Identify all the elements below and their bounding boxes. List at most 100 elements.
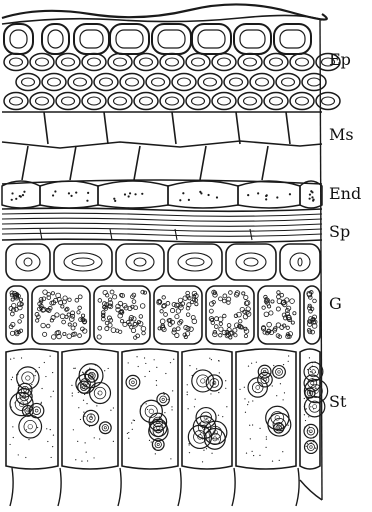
- cytoplasm-dot: [31, 384, 32, 385]
- endodermis-granule: [15, 198, 17, 200]
- epidermis-small-cell: [146, 74, 170, 91]
- granule: [264, 312, 269, 317]
- granule: [51, 292, 54, 295]
- cytoplasm-dot: [306, 446, 307, 447]
- epidermis-cell: [42, 24, 69, 54]
- granule: [10, 331, 14, 335]
- endodermis-granule: [87, 192, 89, 194]
- cytoplasm-dot: [188, 408, 189, 409]
- cytoplasm-dot: [73, 429, 74, 430]
- epidermis-small-cell: [160, 54, 184, 71]
- cytoplasm-dot: [288, 361, 289, 362]
- rounded-cell-lumen: [64, 253, 102, 271]
- granule: [214, 325, 218, 329]
- starch-grain-hilum: [278, 427, 280, 429]
- rounded-cell-lumen: [16, 253, 40, 271]
- endodermis-layer: [2, 180, 322, 208]
- epidermis-cell-lumen: [80, 30, 103, 48]
- starch-grain-hilum: [132, 381, 135, 384]
- granule: [67, 313, 70, 316]
- starch-grain-hilum: [35, 409, 38, 412]
- cell-nucleus: [36, 58, 49, 66]
- starch-grain: [126, 375, 140, 389]
- cytoplasm-dot: [136, 356, 137, 357]
- cytoplasm-dot: [13, 437, 14, 438]
- endodermis-granule: [310, 190, 312, 192]
- granule: [242, 292, 245, 295]
- endodermis-granule: [75, 191, 77, 193]
- granule: [277, 295, 281, 299]
- epidermis-cell-lumen: [116, 30, 143, 48]
- mesophyll-cell-wall: [70, 146, 76, 180]
- epidermis-small-cell: [224, 74, 248, 91]
- starch-grain: [258, 365, 271, 378]
- granule: [132, 300, 136, 304]
- cell-nucleus: [100, 78, 113, 86]
- starch-grain: [273, 366, 286, 379]
- cytoplasm-dot: [265, 447, 266, 448]
- starch-grain: [19, 415, 42, 438]
- epidermis-small-cell: [302, 74, 326, 91]
- granule: [227, 324, 231, 328]
- cytoplasm-dot: [272, 460, 273, 461]
- granule: [223, 294, 227, 298]
- granule: [267, 305, 270, 308]
- granule: [20, 314, 24, 318]
- cytoplasm-dot: [28, 439, 29, 440]
- endodermis-granule: [54, 190, 56, 192]
- mesophyll-cell-wall: [22, 146, 28, 180]
- granular-layer: [6, 286, 320, 344]
- cytoplasm-dot: [307, 443, 308, 444]
- cell-nucleus: [178, 78, 191, 86]
- starch-grain: [304, 424, 318, 438]
- endodermis-granule: [266, 194, 268, 196]
- granule: [142, 331, 146, 335]
- starch-grain-hilum: [162, 398, 164, 400]
- granule: [293, 312, 296, 315]
- cytoplasm-dot: [164, 412, 165, 413]
- granule: [43, 332, 47, 336]
- cytoplasm-dot: [259, 455, 260, 456]
- mesophyll-cell-wall: [44, 112, 48, 144]
- cytoplasm-dot: [78, 407, 79, 408]
- rounded-cell: [54, 244, 112, 280]
- cytoplasm-dot: [146, 403, 147, 404]
- granule: [81, 314, 84, 317]
- granule: [65, 307, 69, 311]
- starch-grain-hilum: [98, 391, 102, 395]
- granule: [116, 307, 120, 311]
- endodermis-granule: [11, 199, 13, 201]
- rounded-cell-core: [186, 258, 204, 266]
- cell-nucleus: [22, 78, 35, 86]
- cytoplasm-dot: [94, 437, 95, 438]
- cell-nucleus: [48, 78, 61, 86]
- cytoplasm-dot: [144, 357, 145, 358]
- cytoplasm-dot: [96, 405, 97, 406]
- cytoplasm-dot: [75, 368, 76, 369]
- epidermis-small-cell: [16, 74, 40, 91]
- cytoplasm-dot: [81, 461, 82, 462]
- granule: [222, 299, 226, 303]
- granule: [75, 298, 79, 302]
- cytoplasm-dot: [288, 425, 289, 426]
- starch-cell: [62, 349, 118, 469]
- starch-grain: [99, 422, 111, 434]
- granule: [10, 312, 14, 316]
- granule: [269, 311, 273, 315]
- endodermis-granule: [199, 191, 201, 193]
- granule: [103, 290, 107, 294]
- granule: [175, 314, 179, 318]
- rounded-cell-core: [298, 258, 302, 266]
- cell-nucleus: [36, 97, 49, 105]
- starch-grain-ring: [155, 441, 161, 447]
- endodermis-granule: [128, 195, 130, 197]
- granule: [219, 334, 222, 337]
- cytoplasm-dot: [187, 394, 188, 395]
- cytoplasm-dot: [37, 427, 38, 428]
- cytoplasm-dot: [308, 416, 309, 417]
- cytoplasm-dot: [128, 432, 129, 433]
- cytoplasm-dot: [194, 406, 195, 407]
- epidermis-small-cell: [56, 54, 80, 71]
- cytoplasm-dot: [72, 393, 73, 394]
- endodermis-granule: [309, 198, 311, 200]
